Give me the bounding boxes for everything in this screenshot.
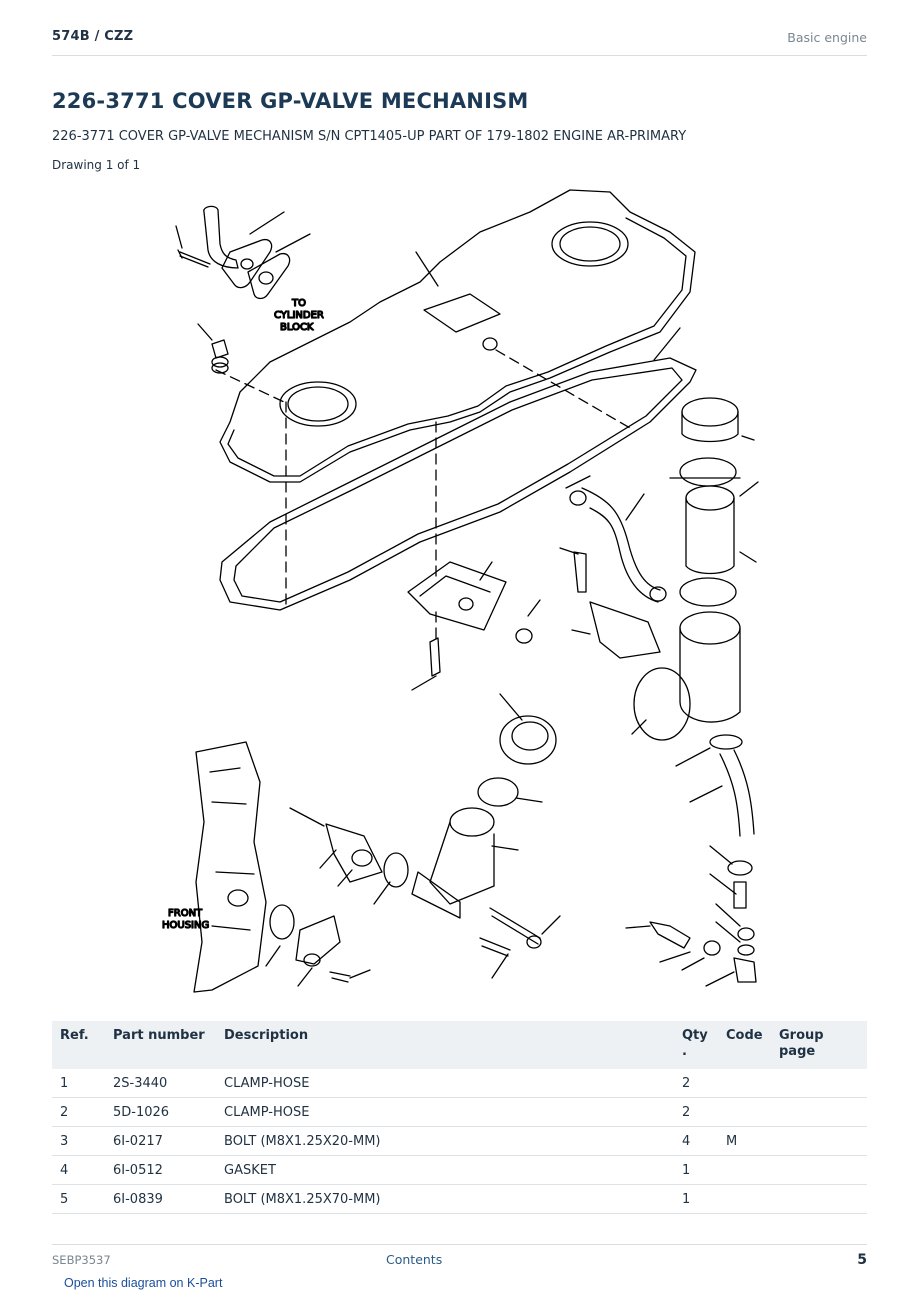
group-page-cell [771, 1097, 867, 1127]
page-subtitle: 226-3771 COVER GP-VALVE MECHANISM S/N CP… [52, 129, 687, 144]
to-cylinder-label-1: TO [291, 298, 306, 309]
front-housing-label-1: FRONT [168, 908, 203, 919]
valve-cover-gasket [219, 327, 697, 611]
breather-canister [633, 397, 759, 741]
document-id: SEBP3537 [52, 1253, 111, 1267]
ref-cell: 1 [52, 1069, 105, 1098]
col-part-number: Part number [105, 1021, 216, 1069]
open-kpart-link[interactable]: Open this diagram on K-Part [64, 1276, 223, 1290]
breather-tube-assembly [175, 205, 311, 300]
description-cell: BOLT (M8X1.25X70-MM) [216, 1184, 674, 1214]
to-cylinder-label-2: CYLINDER [274, 310, 324, 321]
alignment-lines [215, 349, 631, 643]
lower-adapter [289, 807, 409, 905]
ref-cell: 3 [52, 1126, 105, 1156]
code-cell [718, 1184, 771, 1214]
description-cell: BOLT (M8X1.25X20-MM) [216, 1126, 674, 1156]
part-number-cell: 6I-0512 [105, 1155, 216, 1185]
drawing-counter: Drawing 1 of 1 [52, 158, 141, 172]
header-divider [52, 55, 867, 56]
group-page-cell [771, 1155, 867, 1185]
oil-filler-cap [477, 693, 557, 807]
cover-grommet [197, 323, 229, 374]
qty-cell: 2 [674, 1097, 718, 1127]
part-number-cell: 6I-0217 [105, 1126, 216, 1156]
qty-cell: 1 [674, 1184, 718, 1214]
parts-table: Ref. Part number Description Qty. Code G… [52, 1021, 867, 1214]
col-description: Description [216, 1021, 674, 1069]
ref-cell: 5 [52, 1184, 105, 1214]
col-code: Code [718, 1021, 771, 1069]
contents-link[interactable]: Contents [386, 1252, 443, 1267]
page-title: 226-3771 COVER GP-VALVE MECHANISM [52, 89, 529, 113]
code-cell [718, 1069, 771, 1098]
code-cell [718, 1155, 771, 1185]
code-cell [718, 1097, 771, 1127]
oil-filler-tube [411, 807, 561, 979]
group-page-cell [771, 1184, 867, 1214]
col-ref: Ref. [52, 1021, 105, 1069]
section-name: Basic engine [787, 30, 867, 45]
part-number-cell: 5D-1026 [105, 1097, 216, 1127]
group-page-cell [771, 1126, 867, 1156]
document-model-header: 574B / CZZ [52, 29, 134, 44]
footer-divider [52, 1244, 867, 1245]
canister-bracket [559, 547, 661, 659]
qty-cell: 4 [674, 1126, 718, 1156]
breather-hoses [565, 475, 755, 837]
front-housing-label-2: HOUSING [162, 920, 209, 931]
qty-cell: 2 [674, 1069, 718, 1098]
front-housing [193, 741, 371, 993]
exploded-parts-diagram[interactable]: TO CYLINDER BLOCK [150, 182, 790, 1000]
ref-cell: 2 [52, 1097, 105, 1127]
page-number: 5 [857, 1252, 867, 1268]
description-cell: GASKET [216, 1155, 674, 1185]
description-cell: CLAMP-HOSE [216, 1069, 674, 1098]
center-bracket [407, 561, 541, 691]
part-number-cell: 2S-3440 [105, 1069, 216, 1098]
hose-fittings [625, 845, 757, 987]
part-number-cell: 6I-0839 [105, 1184, 216, 1214]
ref-cell: 4 [52, 1155, 105, 1185]
to-cylinder-label-3: BLOCK [280, 322, 314, 333]
description-cell: CLAMP-HOSE [216, 1097, 674, 1127]
valve-cover [219, 189, 696, 483]
code-cell: M [718, 1126, 771, 1156]
parts-table-header: Ref. Part number Description Qty. Code G… [52, 1021, 867, 1069]
col-qty: Qty. [674, 1021, 718, 1069]
qty-cell: 1 [674, 1155, 718, 1185]
group-page-cell [771, 1069, 867, 1098]
